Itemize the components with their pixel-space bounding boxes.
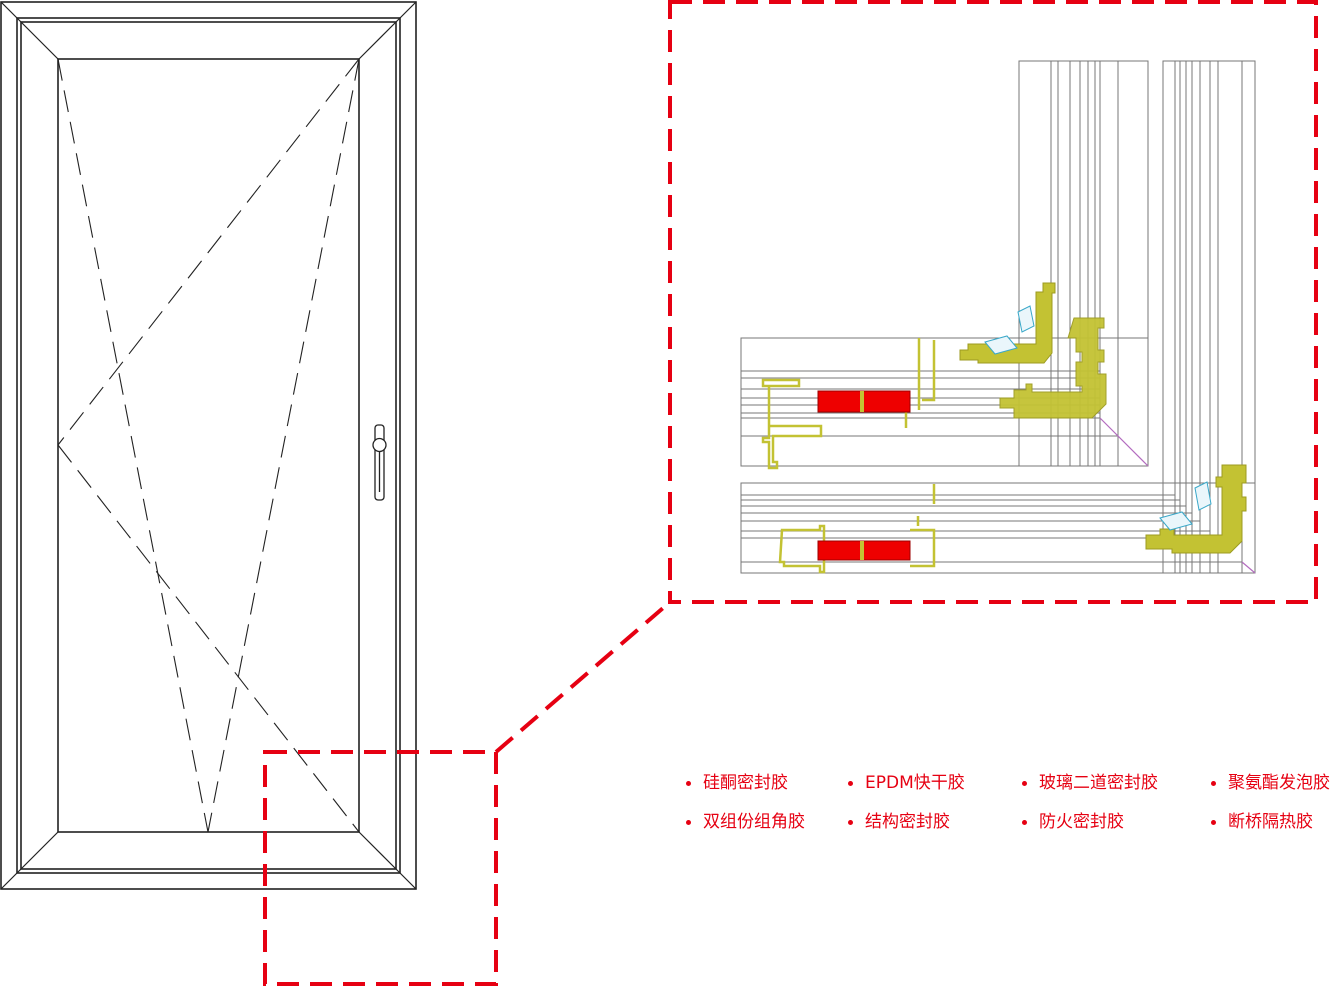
bullet-icon xyxy=(848,819,853,825)
vertical-profile-lines xyxy=(1018,60,1256,574)
bullet-icon xyxy=(848,780,853,786)
legend-item: 结构密封胶 xyxy=(848,811,950,833)
legend-item: 玻璃二道密封胶 xyxy=(1022,772,1158,794)
bullet-icon xyxy=(1022,780,1027,786)
window-elevation xyxy=(0,1,417,890)
bullet-icon xyxy=(686,780,691,786)
callout-frames xyxy=(263,0,1318,986)
miter-corner-line xyxy=(1099,417,1256,574)
legend-item: 双组份组角胶 xyxy=(686,811,805,833)
callout-connector xyxy=(494,600,672,754)
legend-item: 断桥隔热胶 xyxy=(1211,811,1313,833)
legend-item: 防火密封胶 xyxy=(1022,811,1124,833)
legend-item-label: 硅酮密封胶 xyxy=(703,773,788,793)
legend-item-label: 玻璃二道密封胶 xyxy=(1039,773,1158,793)
legend-item-label: 聚氨酯发泡胶 xyxy=(1228,773,1330,793)
glass-pane xyxy=(57,58,360,833)
legend-item-label: EPDM快干胶 xyxy=(865,773,965,793)
opening-indication-lines xyxy=(57,58,360,833)
handle-icon xyxy=(372,424,387,501)
corner-section-detail xyxy=(740,60,1256,574)
legend-item: EPDM快干胶 xyxy=(848,772,965,794)
legend-item-label: 防火密封胶 xyxy=(1039,812,1124,832)
inner-frame xyxy=(16,17,401,874)
thermal-break-strips xyxy=(817,390,911,561)
frame-miter-lines xyxy=(0,1,417,890)
legend-item: 硅酮密封胶 xyxy=(686,772,788,794)
sash-outer xyxy=(20,21,397,870)
callout-detail-frame xyxy=(668,0,1318,604)
legend-item-label: 结构密封胶 xyxy=(865,812,950,832)
horizontal-profile-lines xyxy=(740,337,1256,574)
legend-item-label: 双组份组角胶 xyxy=(703,812,805,832)
bullet-icon xyxy=(1022,819,1027,825)
profile-sections xyxy=(761,282,1247,574)
outer-frame xyxy=(0,1,417,890)
legend-item: 聚氨酯发泡胶 xyxy=(1211,772,1330,794)
bullet-icon xyxy=(686,819,691,825)
bullet-icon xyxy=(1211,780,1216,786)
bullet-icon xyxy=(1211,819,1216,825)
legend: 硅酮密封胶 EPDM快干胶 玻璃二道密封胶 聚氨酯发泡胶 双组份组角胶 结构密封… xyxy=(682,770,1341,840)
legend-item-label: 断桥隔热胶 xyxy=(1228,812,1313,832)
corner-brackets xyxy=(984,305,1212,531)
callout-source-frame xyxy=(263,750,498,986)
